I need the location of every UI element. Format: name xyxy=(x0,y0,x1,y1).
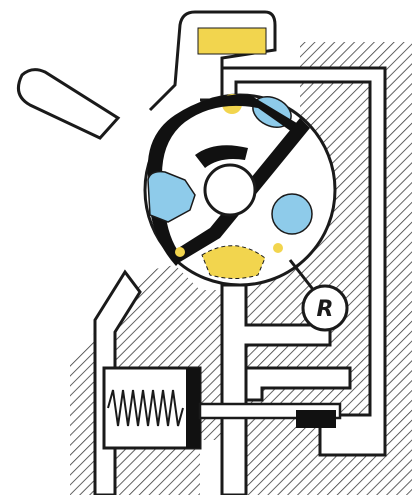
spring-housing xyxy=(104,368,200,448)
rotor-shaft-hub xyxy=(205,165,255,215)
spring-plate xyxy=(186,368,200,448)
yellow-dot-left xyxy=(175,247,185,257)
piston-head xyxy=(296,410,336,428)
blue-chamber-right xyxy=(272,194,312,234)
separate-vane-blade xyxy=(18,70,118,138)
inlet-port-top xyxy=(198,28,266,54)
yellow-dot-right xyxy=(273,243,283,253)
relief-valve-label: R xyxy=(317,297,334,322)
